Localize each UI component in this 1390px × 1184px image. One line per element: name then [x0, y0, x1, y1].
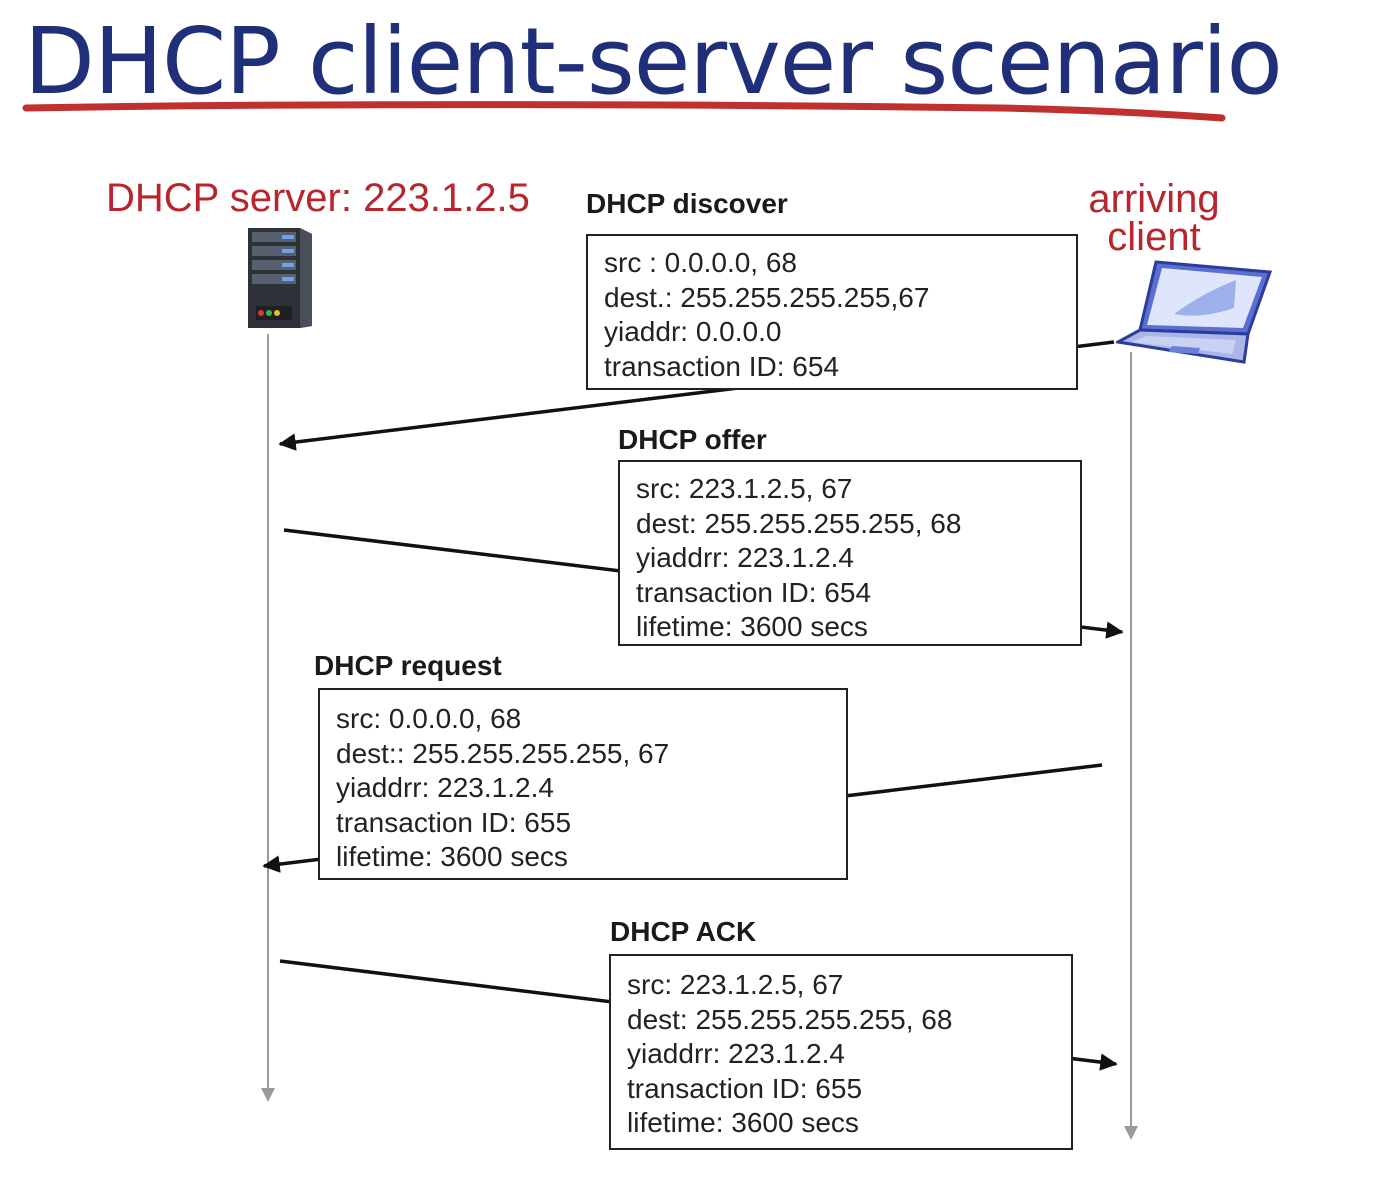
ack-line: lifetime: 3600 secs: [627, 1107, 859, 1138]
server-icon: [248, 228, 312, 328]
offer-label: DHCP offer: [618, 424, 767, 455]
client-label-line2: client: [1107, 215, 1201, 259]
offer-box: src: 223.1.2.5, 67 dest: 255.255.255.255…: [618, 460, 1082, 646]
server-label: DHCP server: 223.1.2.5: [106, 176, 530, 220]
page-title: DHCP client-server scenario: [24, 8, 1283, 115]
request-line: src: 0.0.0.0, 68: [336, 703, 522, 734]
discover-box: src : 0.0.0.0, 68 dest.: 255.255.255.255…: [586, 234, 1078, 390]
discover-line: transaction ID: 654: [604, 350, 840, 382]
request-box: src: 0.0.0.0, 68 dest:: 255.255.255.255,…: [318, 688, 848, 880]
client-label: arriving client: [1086, 177, 1222, 259]
request-line: lifetime: 3600 secs: [336, 841, 568, 872]
offer-line: yiaddrr: 223.1.2.4: [636, 542, 854, 573]
ack-label: DHCP ACK: [610, 916, 757, 947]
ack-line: transaction ID: 655: [627, 1072, 863, 1104]
client-label-line1: arriving: [1088, 177, 1220, 221]
request-line: dest:: 255.255.255.255, 67: [336, 737, 670, 769]
discover-line: src : 0.0.0.0, 68: [604, 247, 797, 278]
request-line: yiaddrr: 223.1.2.4: [336, 772, 554, 803]
request-label: DHCP request: [314, 650, 502, 681]
discover-line: dest.: 255.255.255.255,67: [604, 281, 930, 313]
client-timeline-arrowhead: [1124, 1126, 1138, 1140]
ack-line: src: 223.1.2.5, 67: [627, 969, 844, 1000]
offer-line: src: 223.1.2.5, 67: [636, 473, 853, 504]
laptop-icon: [1116, 260, 1273, 364]
offer-line: dest: 255.255.255.255, 68: [636, 507, 962, 539]
discover-label: DHCP discover: [586, 188, 788, 219]
ack-line: dest: 255.255.255.255, 68: [627, 1003, 953, 1035]
discover-line: yiaddr: 0.0.0.0: [604, 316, 782, 347]
request-line: transaction ID: 655: [336, 806, 572, 838]
offer-line: lifetime: 3600 secs: [636, 611, 868, 642]
title-underline: [22, 101, 1226, 122]
ack-box: src: 223.1.2.5, 67 dest: 255.255.255.255…: [609, 954, 1073, 1150]
offer-line: transaction ID: 654: [636, 576, 872, 608]
server-timeline-arrowhead: [261, 1088, 275, 1102]
ack-line: yiaddrr: 223.1.2.4: [627, 1038, 845, 1069]
